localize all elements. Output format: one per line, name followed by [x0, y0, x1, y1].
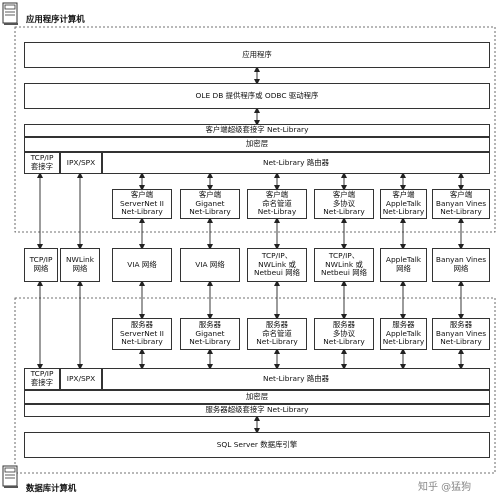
client-computer-region [14, 26, 496, 233]
watermark: 知乎 @猛狗 [418, 482, 472, 493]
sql-server-engine-box: SQL Server 数据库引擎 [24, 432, 490, 458]
banyan-vines-network-box: Banyan Vines 网络 [432, 248, 490, 282]
client-servernet-netlib: 客户端 ServerNet II Net-Library [112, 189, 172, 219]
client-encryption-box: 加密层 [24, 137, 490, 152]
via-network-box-2: VIA 网络 [180, 248, 240, 282]
server-servernet-netlib: 服务器 ServerNet II Net-Library [112, 318, 172, 350]
client-computer-icon [2, 2, 20, 26]
server-computer-icon [2, 465, 20, 489]
server-appletalk-netlib: 服务器 AppleTalk Net-Library [380, 318, 427, 350]
server-super-socket-box: 服务器超级套接字 Net-Library [24, 404, 490, 417]
appletalk-network-box: AppleTalk 网络 [380, 248, 427, 282]
client-banyan-vines-netlib: 客户端 Banyan Vines Net-Library [432, 189, 490, 219]
server-giganet-netlib: 服务器 Giganet Net-Library [180, 318, 240, 350]
oledb-odbc-box: OLE DB 提供程序或 ODBC 驱动程序 [24, 83, 490, 109]
server-encryption-box: 加密层 [24, 390, 490, 404]
tcpip-nwlink-netbeui-network-box-2: TCP/IP、 NWLink 或 Netbeui 网络 [314, 248, 374, 282]
client-multiprotocol-netlib: 客户端 多协议 Net-Library [314, 189, 374, 219]
client-netlibrary-router-box: Net-Library 路由器 [102, 152, 490, 174]
server-computer-title: 数据库计算机 [26, 483, 77, 493]
client-ipxspx-box: IPX/SPX [60, 152, 102, 174]
via-network-box-1: VIA 网络 [112, 248, 172, 282]
client-appletalk-netlib: 客户端 AppleTalk Net-Library [380, 189, 427, 219]
connector-arrows [37, 66, 464, 434]
tcpip-nwlink-netbeui-network-box-1: TCP/IP、 NWLink 或 Netbeui 网络 [247, 248, 307, 282]
client-named-pipes-netlib: 客户端 命名管道 Net-Libray [247, 189, 307, 219]
application-box: 应用程序 [24, 42, 490, 68]
client-computer-title: 应用程序计算机 [26, 14, 85, 24]
client-giganet-netlib: 客户端 Giganet Net-Library [180, 189, 240, 219]
server-tcpip-sockets-box: TCP/IP 套接字 [24, 368, 60, 390]
tcpip-network-box: TCP/IP 网络 [24, 248, 58, 282]
client-tcpip-sockets-box: TCP/IP 套接字 [24, 152, 60, 174]
server-computer-region [14, 297, 496, 474]
client-super-socket-box: 客户端超级套接字 Net-Library [24, 124, 490, 137]
server-netlibrary-router-box: Net-Library 路由器 [102, 368, 490, 390]
server-banyan-vines-netlib: 服务器 Banyan Vines Net-Library [432, 318, 490, 350]
server-named-pipes-netlib: 服务器 命名管道 Net-Library [247, 318, 307, 350]
server-multiprotocol-netlib: 服务器 多协议 Net-Library [314, 318, 374, 350]
nwlink-network-box: NWLink 网络 [60, 248, 100, 282]
server-ipxspx-box: IPX/SPX [60, 368, 102, 390]
